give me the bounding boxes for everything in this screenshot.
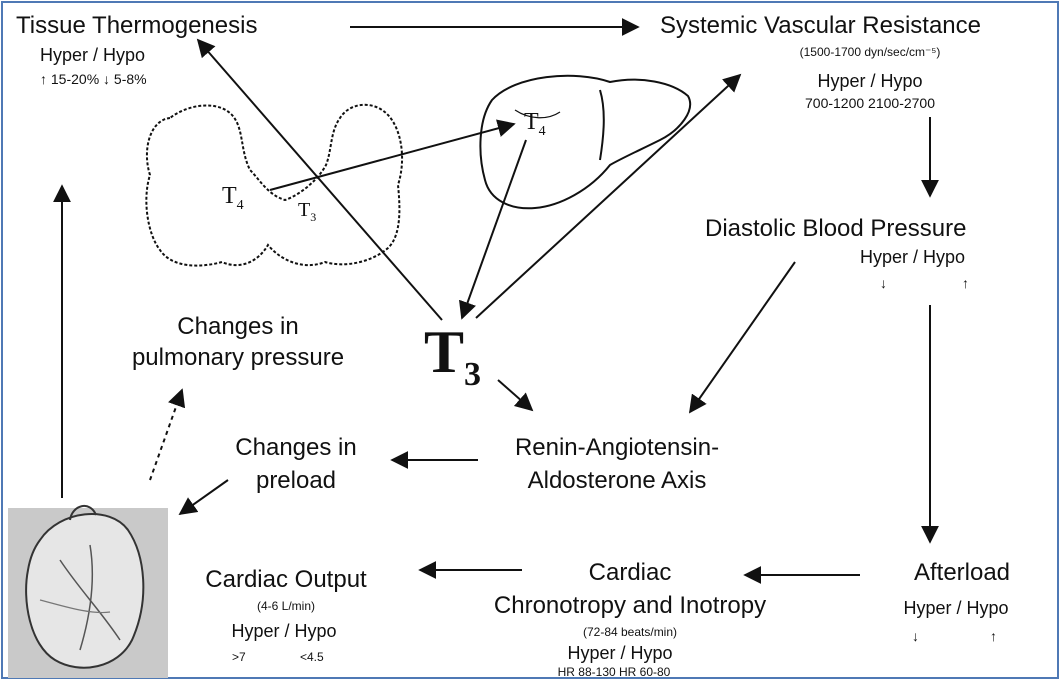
pulmonary-line1: Changes in	[177, 315, 298, 339]
chrono-line2: Chronotropy and Inotropy	[494, 594, 766, 618]
chrono-subtitle: (72-84 beats/min)	[583, 626, 677, 638]
dbp-hyper-hypo: Hyper / Hypo	[860, 248, 965, 266]
svr-values: 700-1200 2100-2700	[805, 96, 935, 110]
svr-hyper-hypo: Hyper / Hypo	[817, 72, 922, 90]
cardiac-output-subtitle: (4-6 L/min)	[257, 600, 315, 612]
liver-t4-label: T4	[524, 110, 546, 139]
chrono-line1: Cardiac	[589, 561, 672, 585]
raas-line2: Aldosterone Axis	[528, 469, 707, 493]
cardiac-output-hypo-value: <4.5	[300, 651, 324, 663]
thyroid-t4-label: T4	[222, 184, 244, 213]
svr-title: Systemic Vascular Resistance	[660, 14, 981, 38]
heart-illustration	[8, 506, 168, 678]
tissue-hyper-hypo: Hyper / Hypo	[40, 46, 145, 64]
cardiac-output-hyper-value: >7	[232, 651, 246, 663]
tissue-thermogenesis-title: Tissue Thermogenesis	[16, 14, 257, 38]
chrono-hyper-hypo: Hyper / Hypo	[567, 644, 672, 662]
pulmonary-line2: pulmonary pressure	[132, 346, 344, 370]
svr-subtitle: (1500-1700 dyn/sec/cm⁻⁵)	[800, 46, 941, 58]
afterload-hypo-value: ↑	[990, 629, 997, 643]
cardiac-output-hyper-hypo: Hyper / Hypo	[231, 622, 336, 640]
raas-line1: Renin-Angiotensin-	[515, 436, 719, 460]
arrow-dbp-to-raas	[690, 262, 795, 412]
tissue-values: ↑ 15-20% ↓ 5-8%	[40, 72, 147, 86]
dbp-hypo-value: ↑	[962, 276, 969, 290]
preload-line2: preload	[256, 469, 336, 493]
afterload-hyper-hypo: Hyper / Hypo	[903, 599, 1008, 617]
afterload-title: Afterload	[914, 561, 1010, 585]
arrow-heart-to-pulm	[150, 390, 182, 480]
thyroid-t3-label: T3	[298, 200, 316, 223]
dbp-hyper-value: ↓	[880, 276, 887, 290]
afterload-hyper-value: ↓	[912, 629, 919, 643]
t3-central-label: T3	[424, 322, 481, 392]
preload-line1: Changes in	[235, 436, 356, 460]
arrow-t3-to-raas	[498, 380, 532, 410]
liver-illustration	[480, 76, 690, 208]
dbp-title: Diastolic Blood Pressure	[705, 217, 966, 241]
chrono-values: HR 88-130 HR 60-80	[558, 666, 671, 678]
arrow-preload-to-heart	[180, 480, 228, 514]
cardiac-output-title: Cardiac Output	[205, 568, 366, 592]
